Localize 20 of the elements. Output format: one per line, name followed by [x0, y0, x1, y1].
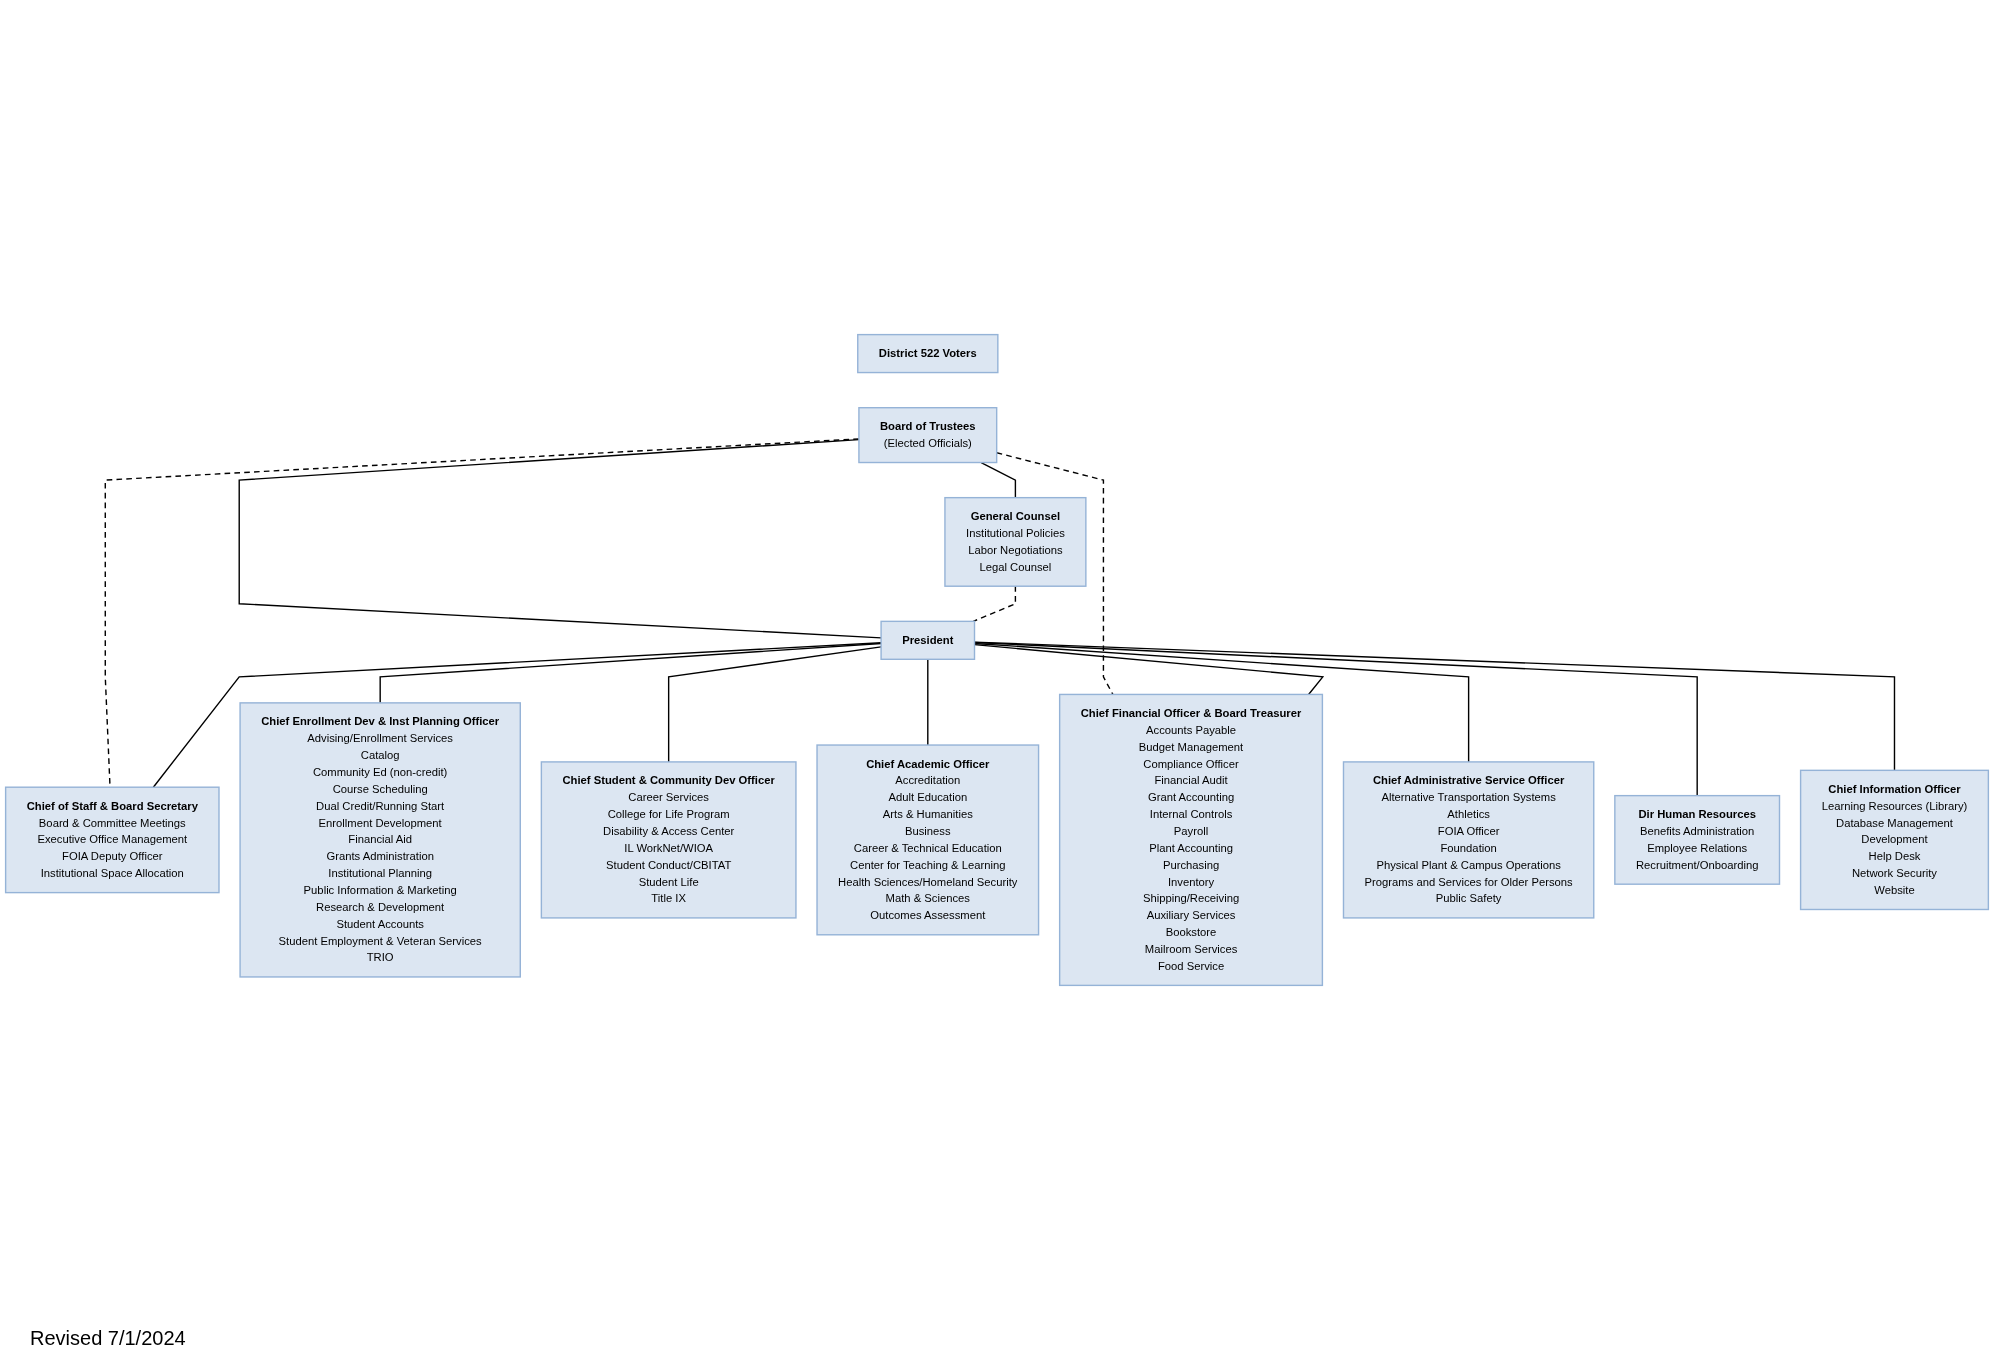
revision-note: Revised 7/1/2024 [30, 1327, 186, 1350]
node-box: Chief Enrollment Dev & Inst Planning Officer Advising/Enrollment Services Catalog Community Ed (non-credit) Course Scheduling Dual Credit/Running Start Enrollment Development Financial Aid Grants Administration Institutional Planning Public Information & Marketing Research & Development Student Accounts Student Employment & Veteran Services TRIO [239, 702, 521, 978]
node-box: Dir Human Resources Benefits Administration Employee Relations Recruitment/Onboarding [1614, 794, 1781, 885]
node-box: Chief Information Officer Learning Resources (Library) Database Management Development Help Desk Network Security Website [1799, 769, 1990, 911]
node-box: General Counsel Institutional Policies Labor Negotiations Legal Counsel [944, 496, 1087, 587]
connector [238, 438, 882, 639]
connector [379, 642, 882, 704]
connector [972, 585, 1017, 623]
node-box: Chief Administrative Service Officer Alternative Transportation Systems Athletics FOIA Officer Foundation Physical Plant & Campus Operations Programs and Services for Older Persons Public Safety [1342, 761, 1595, 919]
node-box: Board of Trustees (Elected Officials) [858, 407, 998, 464]
connector [980, 461, 1017, 499]
connector [152, 642, 882, 788]
node-box: Chief of Staff & Board Secretary Board & Committee Meetings Executive Office Management FOIA Deputy Officer Institutional Space Allocation [4, 786, 220, 894]
node-box: Chief Student & Community Dev Officer Career Services College for Life Program Disability & Access Center IL WorkNet/WIOA Student Conduct/CBITAT Student Life Title IX [540, 761, 797, 919]
node-box: Chief Academic Officer Accreditation Adult Education Arts & Humanities Business Career & Technical Education Center for Teaching & Learning Health Sciences/Homeland Security Math & Sciences Outcomes Assessment [816, 744, 1040, 936]
node-box: Chief Financial Officer & Board Treasurer Accounts Payable Budget Management Compliance Officer Financial Audit Grant Accounting Internal Controls Payroll Plant Accounting Purchasing Inventory Shipping/Receiving Auxiliary Services Bookstore Mailroom Services Food Service [1058, 693, 1324, 987]
node-box: District 522 Voters [857, 333, 999, 374]
connector [667, 646, 882, 763]
node-box: President [880, 620, 976, 660]
connector [927, 658, 929, 746]
